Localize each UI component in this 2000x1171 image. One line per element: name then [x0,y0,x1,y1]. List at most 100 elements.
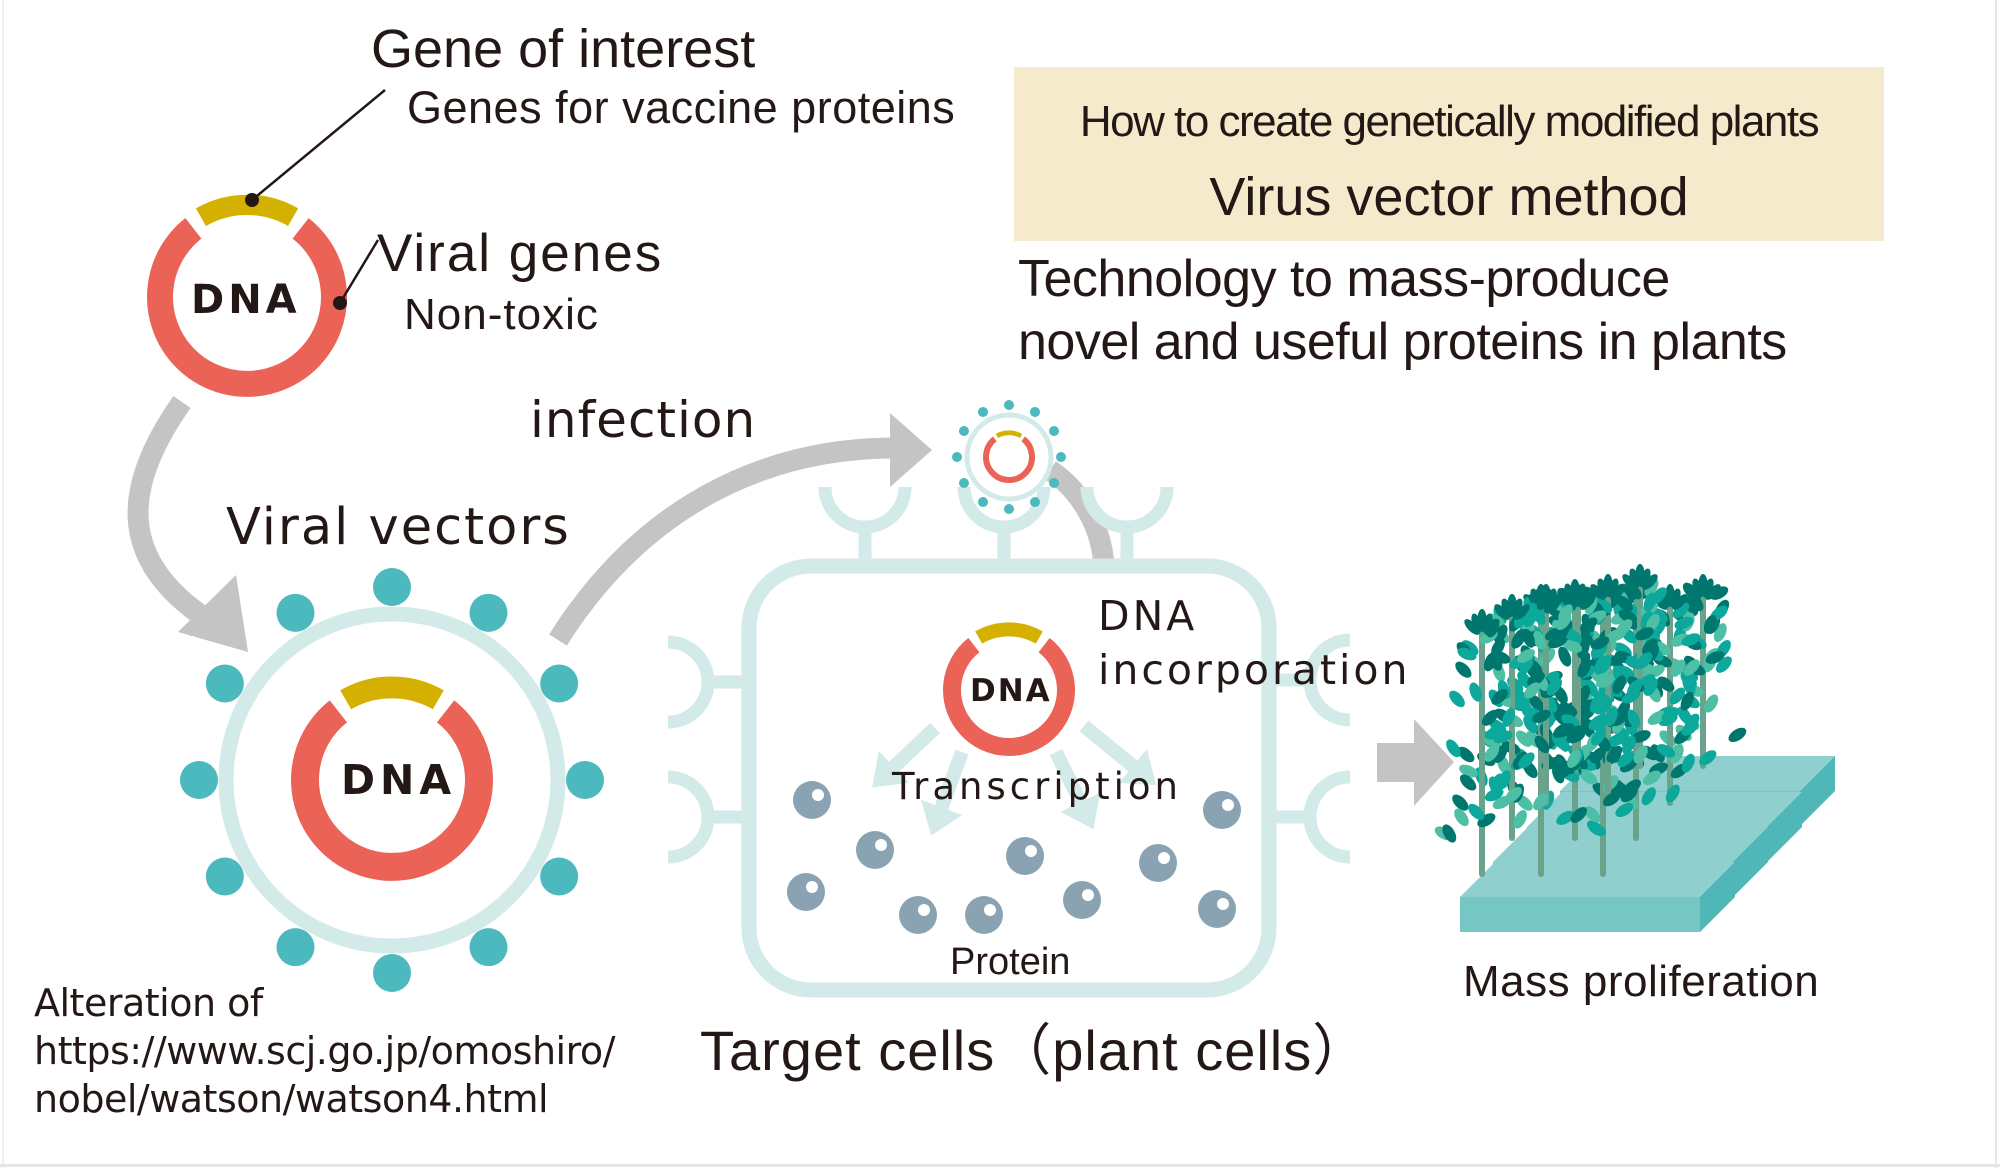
plant-leaf [1589,694,1603,714]
slab-side [1733,827,1768,897]
plant-leaf [1594,713,1608,733]
plant-leaf [1511,598,1523,618]
protein-highlight [1025,845,1037,857]
plant-leaf [1674,616,1694,630]
capsid-protein-dot [958,478,969,488]
plant-leaf [1556,810,1575,825]
plant-leaf [1672,594,1688,610]
method-title-box: How to create genetically modified plant… [1014,67,1884,241]
transcription-arrow-icon [872,722,940,788]
protein-highlight [875,839,887,851]
plant-leaf [1532,709,1551,724]
plant-leaf [1449,690,1465,708]
cell-receptor-left [667,635,749,729]
method-title: Virus vector method [1209,167,1689,227]
plant-leaf [1587,822,1606,837]
arrow-shaft [935,749,969,810]
receptor-cup-icon [1303,770,1351,864]
plant-leaf [1481,709,1499,726]
plant-leaf [1491,638,1506,657]
plant-leaf [1683,659,1700,676]
dna-ring-icon [983,436,1035,483]
arrow-right-icon [1377,719,1454,806]
page-border-right [1995,0,1997,1168]
plant-leaf [1533,793,1549,811]
protein-dot [1198,890,1236,928]
plant-leaf [1461,640,1479,656]
plant-leaf [1523,715,1538,734]
plant-leaf [1580,617,1598,633]
plant-leaf [1468,803,1485,820]
plant-leaf [1457,647,1477,661]
gene-segment-icon [195,194,299,227]
capsid-protein-dot [540,857,579,896]
plant-leaf [1681,633,1701,647]
growing-bed-slab [1460,862,1735,932]
plant-leaf [1580,594,1596,610]
source-line-2: https://www.scj.go.jp/omoshiro/ [34,1029,615,1073]
plant-leaf [1553,723,1571,738]
plant-leaf [1484,619,1500,635]
transcription-arrow-icon [1079,720,1157,786]
plant-leaf [1623,779,1641,794]
plant-leaf [1669,588,1681,608]
capsid-protein-dot [566,761,604,799]
plant-leaf [1681,753,1695,773]
plant-leaf [1605,707,1618,727]
arrow-shaft [549,437,896,646]
plant-leaf [1459,774,1477,791]
plant-leaf [1705,651,1725,664]
dna-label-vector: DNA [341,756,457,804]
plant-leaf [1577,588,1589,608]
description-line-2: novel and useful proteins in plants [1018,313,1787,371]
receptor-cup-icon [957,486,1051,534]
cell-receptor-right [1269,633,1351,727]
protein-highlight [918,904,930,916]
protein-body-icon [1063,881,1101,919]
protein-body-icon [965,896,1003,934]
plant-leaf [1515,730,1532,747]
plant-leaf [1685,584,1701,600]
plant-leaf [1546,678,1562,696]
capsid-protein-dot [373,568,411,606]
infecting-virus-particle [952,400,1066,514]
capsid-protein-dot [1030,497,1040,508]
plant-leaf [1704,694,1719,713]
capsid-protein-dot [276,593,315,632]
protein-dot [793,781,831,819]
plant-leaf [1457,746,1475,763]
plant-leaf [1665,784,1680,803]
plant-leaf [1622,574,1638,590]
plant-leaf [1591,728,1607,746]
plant-leaf [1484,788,1504,802]
virus-dna-plasmid [983,430,1035,483]
dna-incorporation-label-2: incorporation [1098,646,1411,694]
plant-leaf [1545,588,1557,608]
plant-leaf [1616,595,1633,612]
plant-leaf [1469,682,1482,702]
arrow-to-mass-proliferation [1377,719,1454,806]
arrow-head [872,750,910,788]
capsid-protein-dot [540,664,579,703]
protein-dot [1006,837,1044,875]
viral-genes-callout-dot [333,296,347,310]
capsid-protein-dot [978,497,988,508]
callout-lines [245,89,386,310]
arrow-head [1119,749,1157,786]
plant-leaf [1513,810,1527,829]
protein-molecules [787,781,1241,934]
protein-body-icon [1139,844,1177,882]
plant-leaf [1577,658,1591,678]
plant-leaf [1643,592,1657,612]
plant-leaf [1528,594,1544,610]
plant-leaf [1669,687,1685,705]
plant-leaf [1610,584,1626,600]
plant-leaf [1728,727,1747,743]
plant-leaf [1672,602,1690,619]
capsid-protein-dot [1049,426,1060,436]
plant-leaf [1595,597,1613,614]
plant-leaf [1647,710,1666,725]
plant-leaf [1584,806,1601,823]
source-line-3: nobel/watson/watson4.html [34,1077,549,1121]
plant-leaf [1446,739,1461,758]
